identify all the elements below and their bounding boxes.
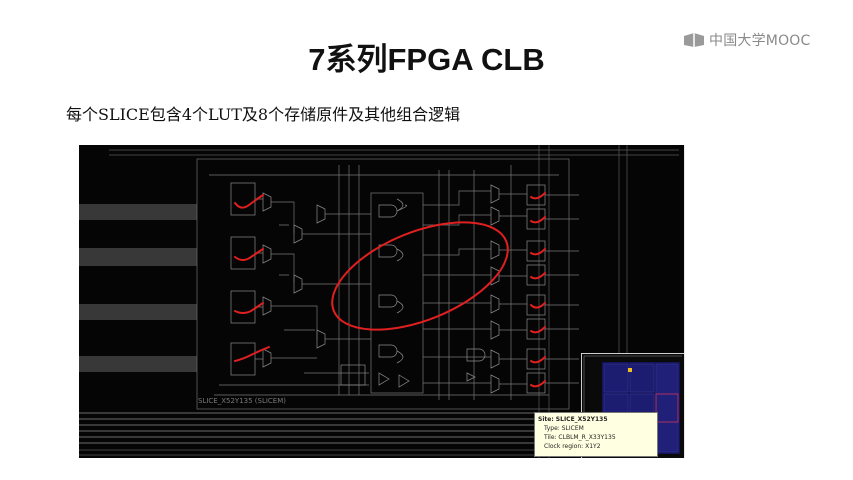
divider <box>684 145 685 458</box>
carry-chain <box>370 192 424 394</box>
mooc-logo: 中国大学MOOC <box>683 30 811 50</box>
lower-logic <box>340 348 486 386</box>
tooltip-site: Site: SLICE_X52Y135 <box>538 416 608 423</box>
interconnect-wires <box>209 165 579 400</box>
tooltip-type: Type: SLICEM <box>544 425 584 432</box>
lut-annotation-4 <box>234 346 270 362</box>
fpga-slice-schematic: SLICE_X52Y135 (SLICEM) Site: SLICE_X52Y1… <box>79 145 684 458</box>
carry-logic-ellipse <box>331 221 509 331</box>
slide-title: 7系列FPGA CLB <box>308 42 545 77</box>
output-muxes <box>490 184 500 394</box>
lut-annotation-1 <box>234 194 264 209</box>
lut-annotation-2 <box>234 248 264 261</box>
schematic-canvas <box>79 145 679 458</box>
logo-text: 中国大学MOOC <box>709 33 811 49</box>
tooltip-clock-region: Clock region: X1Y2 <box>544 443 601 450</box>
site-tooltip: Site: SLICE_X52Y135 Type: SLICEM Tile: C… <box>534 412 658 457</box>
mux-column <box>262 192 326 368</box>
lut-blocks <box>230 182 256 376</box>
slide-subtitle: 每个SLICE包含4个LUT及8个存储原件及其他组合逻辑 <box>66 105 461 124</box>
lut-annotation-3 <box>234 302 264 314</box>
slice-boundary <box>196 158 570 410</box>
input-bus-lines <box>79 204 549 444</box>
red-annotations <box>234 192 546 388</box>
tooltip-tile: Tile: CLBLM_R_X33Y135 <box>544 434 616 441</box>
carry-gates <box>378 198 410 388</box>
mooc-logo-icon <box>684 33 704 47</box>
slice-site-label: SLICE_X52Y135 (SLICEM) <box>198 397 287 405</box>
